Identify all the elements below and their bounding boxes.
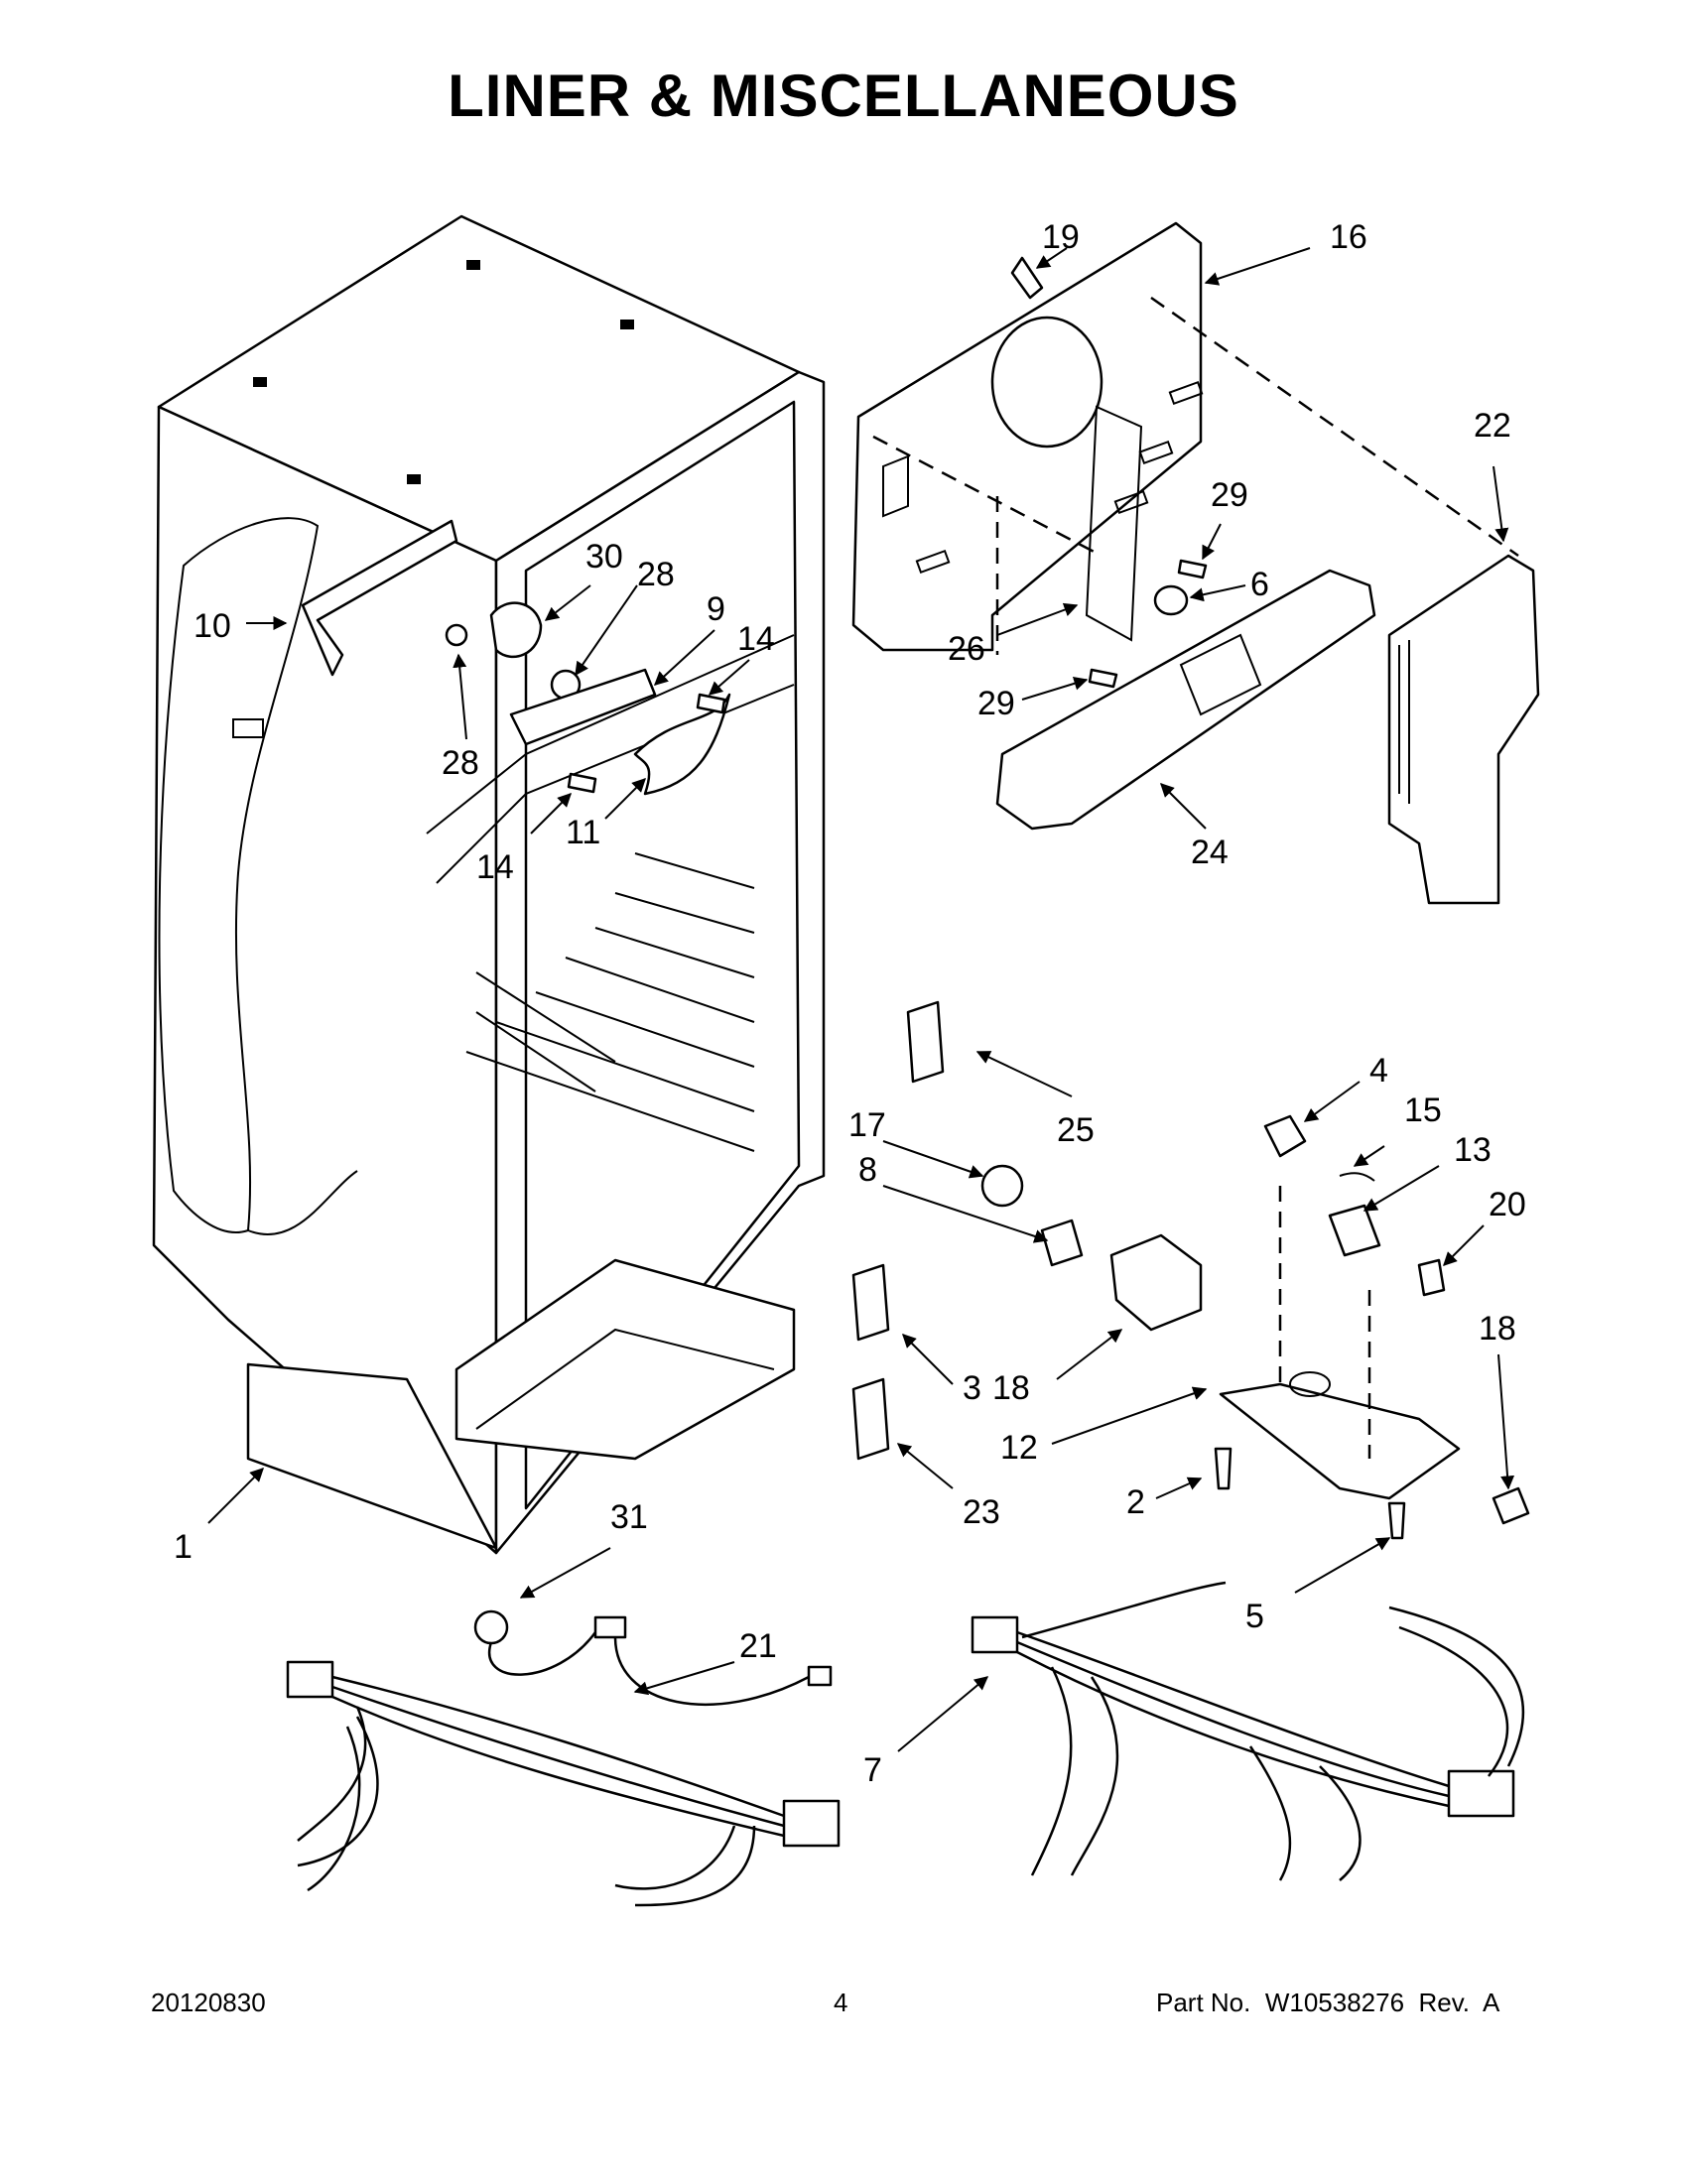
part-25-shroud xyxy=(995,569,1376,831)
fan-assembly xyxy=(301,519,731,796)
part-3-switch xyxy=(851,1263,890,1342)
callout-14: 14 xyxy=(737,620,775,658)
callout-24: 23 xyxy=(963,1493,1000,1531)
page-title: LINER & MISCELLANEOUS xyxy=(448,63,1239,129)
callout-19: 18 xyxy=(1479,1310,1516,1348)
part-26-switch xyxy=(906,1000,945,1084)
callout-27: 26 xyxy=(948,630,985,668)
callout-29: 29 xyxy=(977,685,1015,722)
callout-9: 9 xyxy=(707,590,725,628)
callout-31: 31 xyxy=(610,1498,648,1536)
callout-11: 11 xyxy=(566,814,600,851)
part-24-switch xyxy=(851,1377,890,1461)
callout-1: 1 xyxy=(174,1528,193,1566)
callout-26: 25 xyxy=(1057,1111,1095,1149)
callout-16: 16 xyxy=(1330,218,1367,256)
part-12-light-housing xyxy=(1214,1114,1530,1540)
callout-23: 22 xyxy=(1474,407,1511,445)
part-29-screw xyxy=(1088,668,1118,689)
callout-28: 28 xyxy=(637,556,675,593)
harness-21 xyxy=(286,1609,841,1907)
part-20-clip xyxy=(1010,256,1044,300)
part-29-screw xyxy=(1177,559,1208,579)
part-6-grommet xyxy=(1153,584,1189,616)
callout-25: 24 xyxy=(1191,834,1229,871)
callout-21: 21 xyxy=(739,1627,777,1665)
callout-17: 17 xyxy=(848,1106,886,1144)
part-18-lens xyxy=(1109,1233,1203,1332)
callout-3: 3 xyxy=(963,1369,981,1407)
footer-part-number: Part No. W10538276 Rev. A xyxy=(1156,1988,1500,2017)
callout-8: 8 xyxy=(858,1151,877,1189)
callout-13: 13 xyxy=(1454,1131,1492,1169)
callout-14: 14 xyxy=(476,848,514,886)
callout-12: 12 xyxy=(1000,1429,1038,1467)
callout-29: 29 xyxy=(1211,476,1248,514)
part-17-bulb xyxy=(980,1164,1024,1208)
footer-page-number: 4 xyxy=(834,1988,848,2017)
callout-5: 5 xyxy=(1245,1598,1264,1635)
part-23-control-housing xyxy=(1387,554,1540,905)
callout-6: 6 xyxy=(1250,566,1269,603)
callout-4: 4 xyxy=(1369,1052,1388,1090)
callout-20: 19 xyxy=(1042,218,1080,256)
callout-2: 2 xyxy=(1126,1483,1145,1521)
callout-30: 30 xyxy=(585,538,623,576)
callout-22: 20 xyxy=(1489,1186,1526,1223)
callout-7: 7 xyxy=(863,1751,882,1789)
callout-leaders xyxy=(207,247,1515,1752)
callout-labels: 10 30 28 9 14 28 11 14 19 16 22 29 6 26 … xyxy=(174,218,1526,1789)
callout-15: 15 xyxy=(1404,1092,1442,1129)
callout-28: 28 xyxy=(442,744,479,782)
evaporator-cover xyxy=(851,221,1519,655)
callout-10: 10 xyxy=(194,607,231,645)
harness-7 xyxy=(971,1581,1525,1881)
part-8-socket xyxy=(1040,1219,1084,1267)
footer-date: 20120830 xyxy=(151,1988,266,2017)
callout-18: 18 xyxy=(992,1369,1030,1407)
